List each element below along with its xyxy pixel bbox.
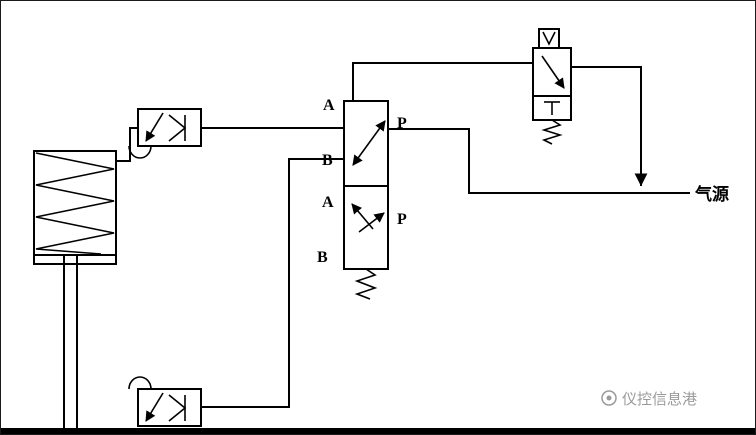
port-label-p-lower: P — [397, 211, 407, 228]
piping — [200, 62, 690, 408]
throttle-arrow-icon — [145, 392, 164, 422]
port-label-b-lower: B — [317, 249, 328, 266]
watermark: 仪控信息港 — [601, 390, 697, 408]
throttle-arrow-icon — [145, 112, 164, 142]
port-label-b-upper: B — [322, 152, 333, 169]
check-valve-icon — [168, 394, 187, 422]
air-source-label: 气源 — [694, 184, 729, 204]
bottom-border-bar — [1, 428, 755, 434]
bypass-loop — [128, 376, 152, 390]
pipe-pilot-signal — [352, 62, 534, 102]
actuator-check-icon — [542, 31, 556, 46]
camera-icon — [601, 390, 617, 406]
check-valve-icon — [168, 114, 187, 142]
return-spring — [354, 268, 378, 300]
pipe-pilot-supply — [570, 66, 648, 187]
cylinder — [33, 150, 117, 434]
flow-path-arrow-lower-a — [351, 203, 374, 230]
pilot-return-spring — [541, 119, 563, 145]
cylinder-spring — [35, 152, 115, 255]
pipe-p-port — [387, 128, 470, 194]
flow-control-valve-top — [115, 108, 202, 162]
main-directional-valve: A P B A P B — [317, 97, 407, 300]
pilot-flow-arrow — [541, 55, 565, 89]
flow-control-valve-bottom — [128, 376, 202, 427]
pipe-b-port — [200, 158, 345, 408]
pilot-valve — [532, 28, 572, 145]
flow-path-arrow-upper — [352, 120, 386, 166]
flow-path-arrow-lower-p — [358, 212, 385, 233]
port-label-a-upper: A — [323, 97, 335, 114]
pipe-cylinder-to-valve — [115, 127, 139, 162]
watermark-text: 仪控信息港 — [622, 391, 697, 408]
cylinder-body — [33, 150, 117, 265]
bypass-loop — [128, 145, 152, 159]
port-label-a-lower: A — [322, 194, 334, 211]
port-label-p-upper: P — [397, 115, 407, 132]
